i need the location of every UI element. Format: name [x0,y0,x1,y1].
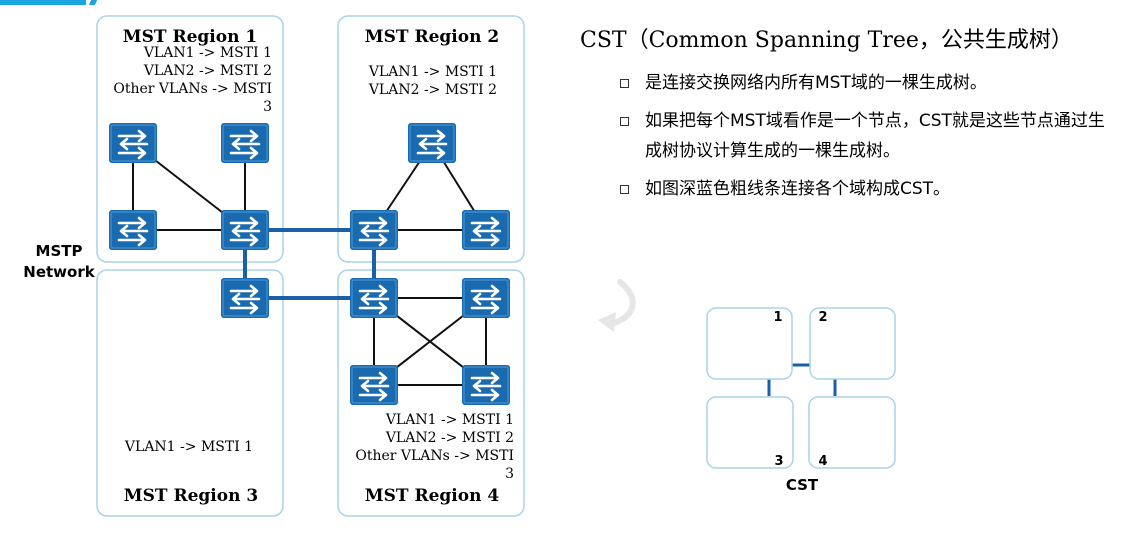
bullet-item: 如图深蓝色粗线条连接各个域构成CST。 [620,174,1120,204]
top-accent-bar [0,0,86,5]
switch-icon [107,121,159,165]
bullet-text: 如图深蓝色粗线条连接各个域构成CST。 [645,179,951,199]
cst-node-label: 2 [818,310,827,325]
switch-icon [107,208,159,252]
switch-icon [460,276,512,320]
bullet-square-icon [620,79,629,88]
cst-node-1 [706,307,793,380]
region-box-4 [337,269,525,517]
cst-caption: CST [786,476,819,494]
cst-heading: CST（Common Spanning Tree，公共生成树） [580,28,1073,53]
switch-icon [460,208,512,252]
bullet-text: 如果把每个MST域看作是一个节点，CST就是这些节点通过生成树协议计算生成的一棵… [645,111,1105,161]
region-box-3 [96,269,284,517]
bullet-item: 如果把每个MST域看作是一个节点，CST就是这些节点通过生成树协议计算生成的一棵… [620,106,1120,166]
switch-icon [219,208,271,252]
switch-icon [348,363,400,407]
region-2-title: MST Region 2 [365,27,499,47]
region-4-vlan-line: Other VLANs -> MSTI [355,448,514,464]
switch-icon [348,276,400,320]
cst-mini-diagram: 1 2 3 4 CST [706,307,896,494]
switch-icon [219,121,271,165]
region-3-title: MST Region 3 [124,486,258,506]
switch-icon [348,208,400,252]
bullet-square-icon [620,185,629,194]
region-1-title: MST Region 1 [123,27,257,47]
region-1-vlan-line: 3 [263,99,272,115]
switch-icon [219,276,271,320]
bullet-square-icon [620,117,629,126]
region-1-vlan-line: VLAN1 -> MSTI 1 [143,45,272,61]
cst-node-label: 3 [774,454,783,469]
region-2-vlan-line: VLAN1 -> MSTI 1 [368,64,497,80]
region-3-vlan-line: VLAN1 -> MSTI 1 [124,439,253,455]
region-box-1 [96,15,284,263]
cst-node-label: 4 [818,454,827,469]
curved-arrow-icon [598,279,636,332]
region-4-vlan-line: 3 [505,466,514,482]
bullet-item: 是连接交换网络内所有MST域的一棵生成树。 [620,68,1120,98]
region-4-title: MST Region 4 [365,486,500,506]
cst-node-3 [706,396,794,469]
bullet-text: 是连接交换网络内所有MST域的一棵生成树。 [645,73,987,93]
region-1-vlan-line: VLAN2 -> MSTI 2 [143,63,272,79]
bullet-list: 是连接交换网络内所有MST域的一棵生成树。 如果把每个MST域看作是一个节点，C… [620,68,1120,212]
region-4-vlan-line: VLAN1 -> MSTI 1 [385,412,514,428]
switch-icon [406,121,458,165]
region-1-vlan-line: Other VLANs -> MSTI [113,81,272,97]
cst-node-4 [808,396,896,469]
region-2-vlan-line: VLAN2 -> MSTI 2 [368,82,497,98]
cst-node-label: 1 [773,310,782,325]
region-4-vlan-line: VLAN2 -> MSTI 2 [385,430,514,446]
cst-node-2 [809,307,896,380]
mstp-label: MSTP [36,242,83,260]
network-label: Network [23,263,95,281]
switch-icon [460,363,512,407]
